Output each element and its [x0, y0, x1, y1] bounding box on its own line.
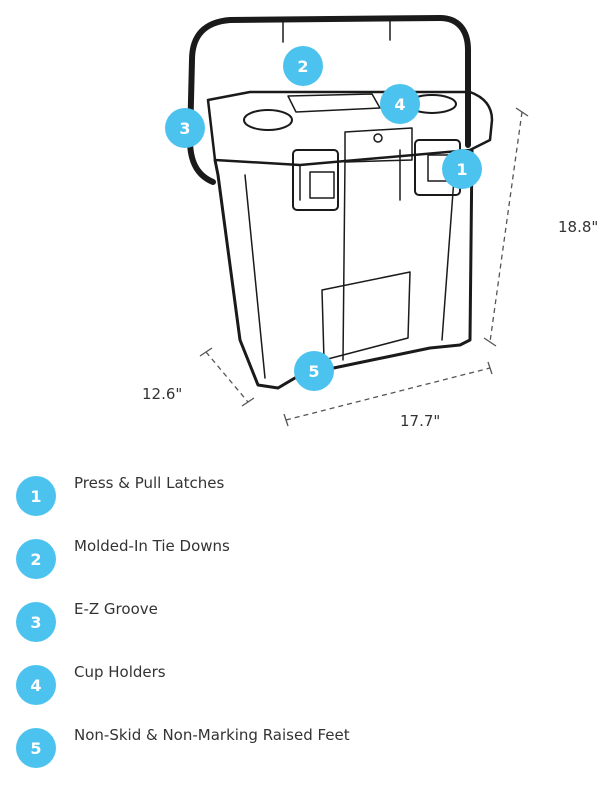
depth-dimension-line — [205, 351, 249, 403]
height-dimension-line — [489, 111, 523, 343]
legend-badge: 3 — [16, 602, 56, 642]
legend-label: Press & Pull Latches — [74, 474, 225, 492]
marker-3: 3 — [165, 108, 205, 148]
legend-item: 2 Molded-In Tie Downs — [16, 537, 596, 600]
legend-label: Non-Skid & Non-Marking Raised Feet — [74, 726, 350, 744]
height-label: 18.8" — [558, 218, 599, 236]
cooler-lid — [206, 90, 494, 167]
marker-2: 2 — [283, 46, 323, 86]
legend-item: 1 Press & Pull Latches — [16, 474, 596, 537]
depth-label: 12.6" — [142, 385, 183, 403]
legend-item: 4 Cup Holders — [16, 663, 596, 726]
marker-1: 1 — [442, 149, 482, 189]
marker-5: 5 — [294, 351, 334, 391]
legend-label: E-Z Groove — [74, 600, 158, 618]
cooler-diagram — [187, 15, 529, 427]
front-panel — [321, 271, 411, 361]
width-label: 17.7" — [400, 412, 441, 430]
cooler-handle — [187, 15, 471, 185]
width-dimension-line — [285, 367, 491, 421]
feature-legend: 1 Press & Pull Latches 2 Molded-In Tie D… — [16, 474, 596, 789]
marker-4: 4 — [380, 84, 420, 124]
legend-label: Cup Holders — [74, 663, 166, 681]
legend-label: Molded-In Tie Downs — [74, 537, 230, 555]
legend-item: 3 E-Z Groove — [16, 600, 596, 663]
legend-item: 5 Non-Skid & Non-Marking Raised Feet — [16, 726, 596, 789]
legend-badge: 2 — [16, 539, 56, 579]
legend-badge: 4 — [16, 665, 56, 705]
legend-badge: 5 — [16, 728, 56, 768]
cooler-body — [213, 148, 474, 390]
latch-left — [292, 149, 339, 211]
cup-holder-left — [243, 109, 293, 131]
legend-badge: 1 — [16, 476, 56, 516]
